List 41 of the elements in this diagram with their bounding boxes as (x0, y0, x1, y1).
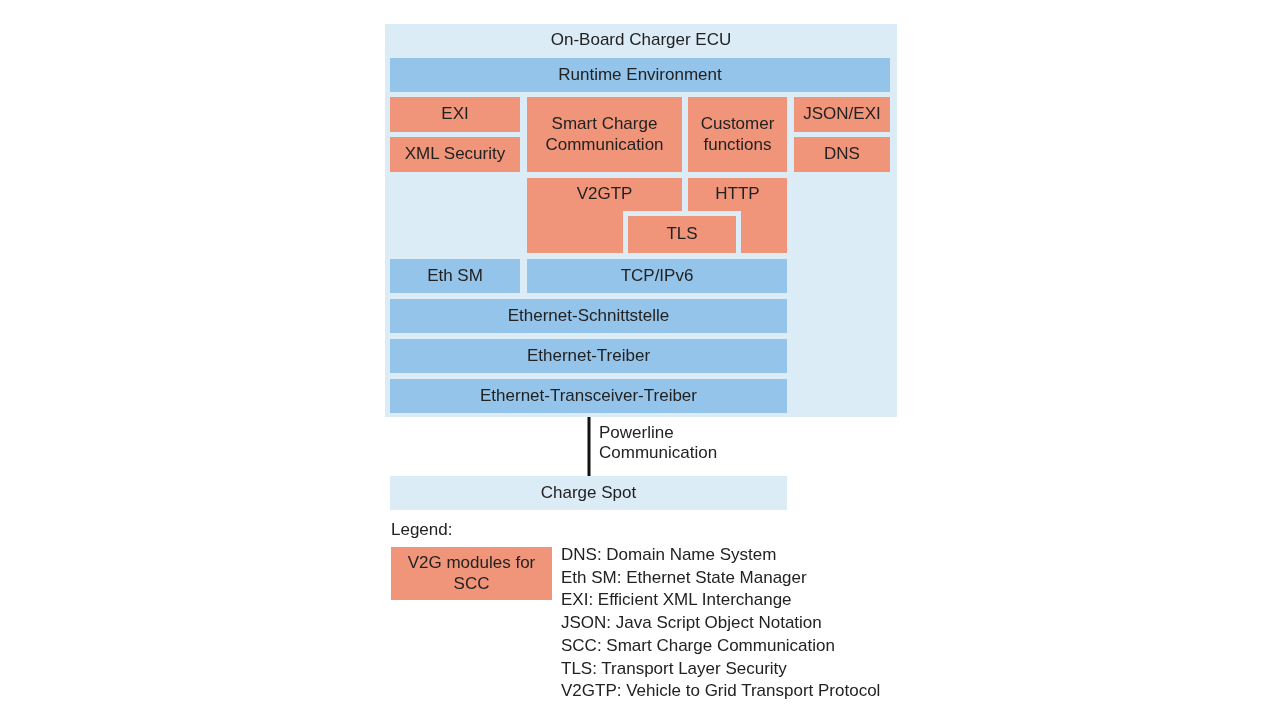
box-label: Smart Charge Communication (544, 114, 665, 155)
box-label: Ethernet-Transceiver-Treiber (480, 385, 697, 407)
layer-box (390, 339, 787, 373)
module-box (688, 97, 787, 172)
abbreviation-text: DNS: Domain Name System (561, 545, 777, 566)
module-box (390, 137, 520, 172)
layer-box (390, 379, 787, 413)
layer-box (390, 299, 787, 333)
layer-box (527, 259, 787, 293)
box-label: TCP/IPv6 (620, 265, 694, 287)
abbreviation-text: SCC: Smart Charge Communication (561, 635, 835, 657)
box-label: DNS (824, 144, 860, 165)
abbreviation-text: Eth SM: Ethernet State Manager (561, 567, 807, 589)
module-box (794, 137, 890, 172)
box-label: Ethernet-Schnittstelle (507, 305, 670, 327)
layer-box (390, 58, 890, 92)
abbreviation-text: TLS: Transport Layer Security (561, 658, 787, 679)
box-label: Ethernet-Treiber (526, 345, 651, 367)
abbreviation-text: JSON: Java Script Object Notation (561, 613, 822, 634)
box-label: Runtime Environment (558, 64, 722, 86)
container-box (385, 24, 897, 417)
box-label: HTTP (715, 184, 760, 205)
abbreviation-text: EXI: Efficient XML Interchange (561, 590, 792, 611)
abbreviation-text: V2GTP: Vehicle to Grid Transport Protocol (561, 681, 881, 702)
box-label: TLS (666, 224, 698, 245)
box-label: Customer functions (699, 114, 776, 155)
box-label: V2GTP (576, 184, 633, 205)
box-label: EXI (441, 104, 469, 125)
box-label: Eth SM (427, 265, 483, 287)
box-label: Charge Spot (540, 482, 637, 504)
layer-box (390, 259, 520, 293)
container-box (390, 476, 787, 510)
legend-heading: Legend: (391, 520, 453, 541)
module-box (527, 97, 682, 172)
legend-text: V2G modules for SCC (406, 553, 537, 594)
box-label: XML Security (404, 144, 506, 165)
connector-line (587, 417, 591, 476)
module-box (794, 97, 890, 132)
module-box (390, 97, 520, 132)
box-label: On-Board Charger ECU (550, 30, 732, 51)
box-label: JSON/EXI (803, 104, 881, 125)
